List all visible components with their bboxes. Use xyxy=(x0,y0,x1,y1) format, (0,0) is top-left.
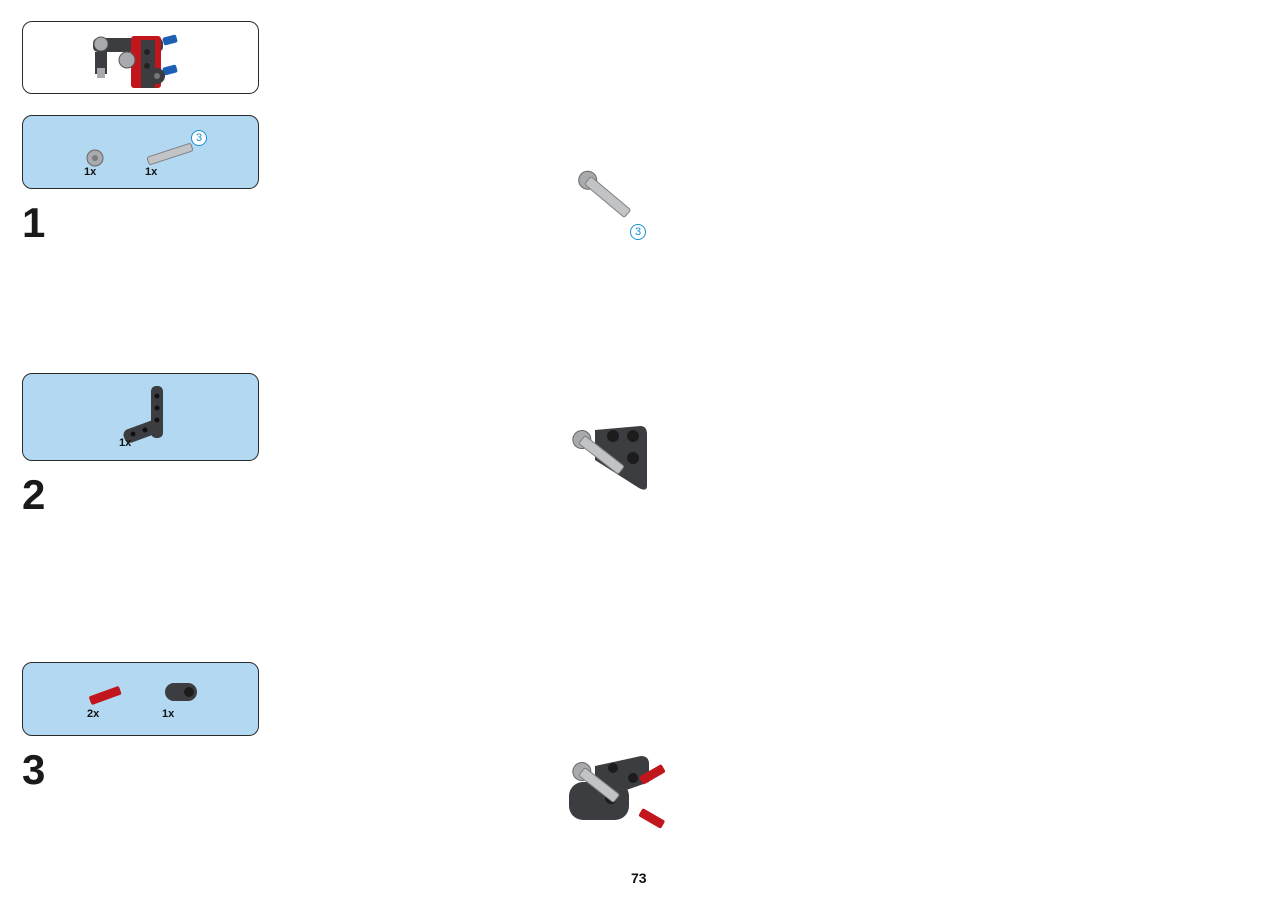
length-badge: 3 xyxy=(191,130,207,146)
step-2-build-icon xyxy=(572,426,647,490)
part-qty: 2x xyxy=(87,708,100,720)
assembled-submodel-icon xyxy=(93,34,178,88)
bush-gray-icon xyxy=(86,149,104,167)
step-number: 2 xyxy=(22,471,46,518)
submodel-callout xyxy=(22,21,259,94)
part-qty: 1x xyxy=(145,166,158,178)
step-1-parts-list: 1x 1x 3 xyxy=(22,115,259,189)
step-3-build-icon xyxy=(569,756,666,829)
axle-pin-3-gray-icon xyxy=(146,143,194,165)
part-qty: 1x xyxy=(84,166,97,178)
step-3-parts-list: 2x 1x xyxy=(22,662,259,736)
axle-pin-connector-dark-gray-icon xyxy=(165,683,197,701)
step-number: 3 xyxy=(22,746,46,793)
part-qty: 1x xyxy=(119,437,132,449)
length-badge: 3 xyxy=(630,224,646,240)
axle-pin-red-icon xyxy=(89,686,122,705)
step-number: 1 xyxy=(22,199,46,246)
page-number: 73 xyxy=(631,870,647,886)
step-2-parts-list: 1x xyxy=(22,373,259,461)
step-1-build-axle-pin-icon xyxy=(578,170,631,218)
l-beam-dark-gray-icon xyxy=(123,386,163,443)
part-qty: 1x xyxy=(162,708,175,720)
